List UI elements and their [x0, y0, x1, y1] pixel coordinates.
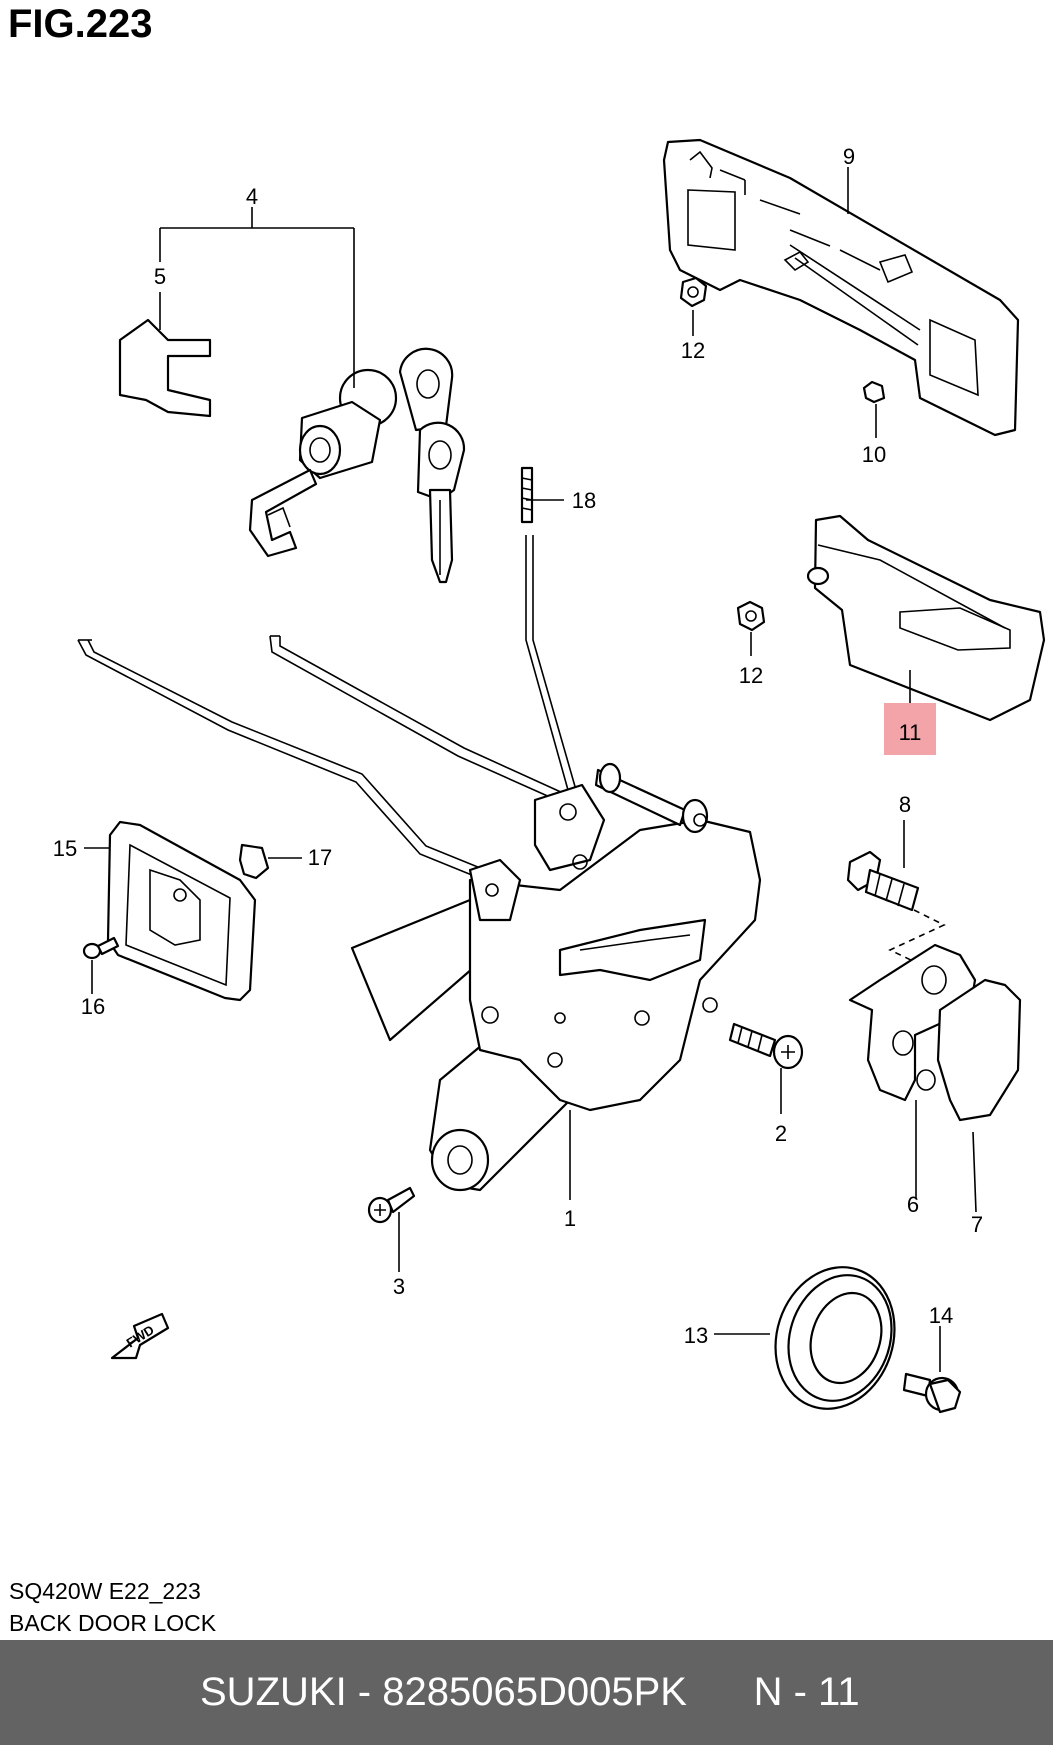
lock-cylinder-part[interactable]: [248, 368, 398, 558]
screw-2-part[interactable]: [728, 1022, 804, 1070]
model-code: SQ420W E22_223: [9, 1578, 201, 1604]
bolt-14-part[interactable]: [902, 1372, 962, 1414]
callout-3[interactable]: 3: [393, 1274, 405, 1299]
grommet-part[interactable]: [758, 1252, 913, 1425]
screw-8-part[interactable]: [846, 850, 920, 912]
footer-bar: SUZUKI - 8285065D005PK N - 11: [0, 1640, 1053, 1745]
door-lock-body-part[interactable]: [350, 762, 762, 1192]
inside-handle-bezel-part[interactable]: [106, 820, 257, 1002]
callout-16[interactable]: 16: [81, 994, 105, 1019]
callout-18[interactable]: 18: [572, 488, 596, 513]
callout-17[interactable]: 17: [308, 845, 332, 870]
outside-handle-part[interactable]: [662, 138, 1020, 437]
highlighted-callout-box: [884, 703, 936, 755]
figure-title: FIG.223: [8, 2, 153, 46]
exploded-parts-diagram: FWD 4 5 9 12 10 18 12 11 15 17 16 8 2 1 …: [53, 138, 1046, 1425]
clip-part[interactable]: [862, 380, 886, 404]
key-pair-part[interactable]: [398, 347, 466, 584]
callout-7[interactable]: 7: [971, 1212, 983, 1237]
footer-part-info: SUZUKI - 8285065D005PK N - 11: [200, 1670, 860, 1714]
callout-14[interactable]: 14: [929, 1303, 953, 1328]
callout-12-upper[interactable]: 12: [681, 338, 705, 363]
nut-lower-part[interactable]: [736, 600, 766, 632]
screw-3-part[interactable]: [367, 1186, 416, 1224]
callout-2[interactable]: 2: [775, 1121, 787, 1146]
fwd-arrow-icon: FWD: [110, 1312, 170, 1360]
callout-8[interactable]: 8: [899, 792, 911, 817]
callout-1[interactable]: 1: [564, 1206, 576, 1231]
clip-17-part[interactable]: [238, 843, 270, 880]
striker-part[interactable]: [848, 943, 977, 1102]
callout-11[interactable]: 11: [899, 720, 922, 745]
inside-handle-bracket-part[interactable]: [806, 514, 1046, 722]
callout-15[interactable]: 15: [53, 836, 77, 861]
callout-9[interactable]: 9: [843, 144, 855, 169]
rod-18-part[interactable]: [520, 466, 577, 791]
callout-6[interactable]: 6: [907, 1192, 919, 1217]
callout-10[interactable]: 10: [862, 442, 886, 467]
striker-shim-part[interactable]: [936, 978, 1022, 1122]
callout-12-lower[interactable]: 12: [739, 663, 763, 688]
lock-retainer-part[interactable]: [118, 318, 212, 418]
callout-4[interactable]: 4: [246, 184, 258, 209]
callout-13[interactable]: 13: [684, 1323, 708, 1348]
screw-16-part[interactable]: [82, 936, 120, 960]
section-name: BACK DOOR LOCK: [9, 1610, 217, 1636]
long-rods-part[interactable]: [77, 635, 575, 885]
leader-4: [159, 207, 355, 388]
leader-7: [972, 1131, 977, 1213]
nut-upper-part[interactable]: [679, 276, 708, 308]
callout-5[interactable]: 5: [154, 264, 166, 289]
